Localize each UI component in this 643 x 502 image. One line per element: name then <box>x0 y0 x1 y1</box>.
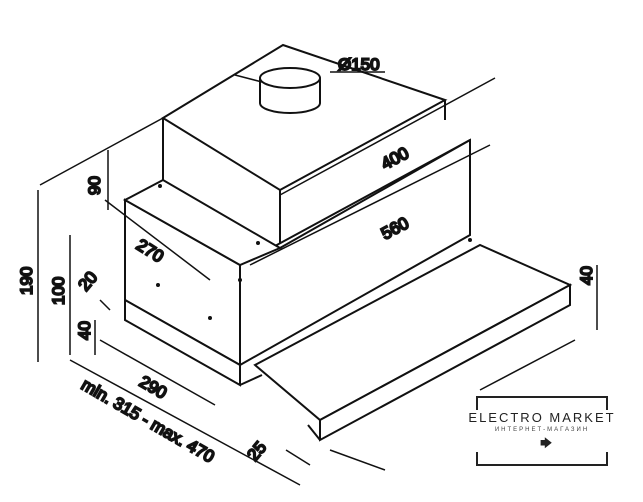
upper-box <box>161 43 448 250</box>
panel-thickness-label: 25 <box>244 438 271 465</box>
body-height-label: 100 <box>49 277 68 305</box>
dimension-lines <box>37 71 598 486</box>
duct-diameter-label: Ø150 <box>338 55 380 74</box>
cursor-icon: 🡆 <box>540 436 553 450</box>
logo-title: ELECTRO MARKET <box>468 410 616 425</box>
electro-market-logo: ELECTRO MARKET ИНТЕРНЕТ-МАГАЗИН 🡆 <box>462 396 622 466</box>
front-height-left-label: 40 <box>75 321 94 340</box>
depth-top-label: 400 <box>378 143 412 173</box>
logo-frame-top <box>476 396 608 410</box>
top-height-label: 90 <box>85 176 104 195</box>
logo-frame-bottom <box>476 452 608 466</box>
total-height-label: 190 <box>17 267 36 295</box>
offset-label: 20 <box>75 268 102 295</box>
duct-cylinder <box>259 67 321 114</box>
panel-height-label: 40 <box>577 266 596 285</box>
tray <box>124 243 573 442</box>
screw-dots <box>156 184 472 320</box>
logo-subtitle: ИНТЕРНЕТ-МАГАЗИН <box>494 427 590 433</box>
